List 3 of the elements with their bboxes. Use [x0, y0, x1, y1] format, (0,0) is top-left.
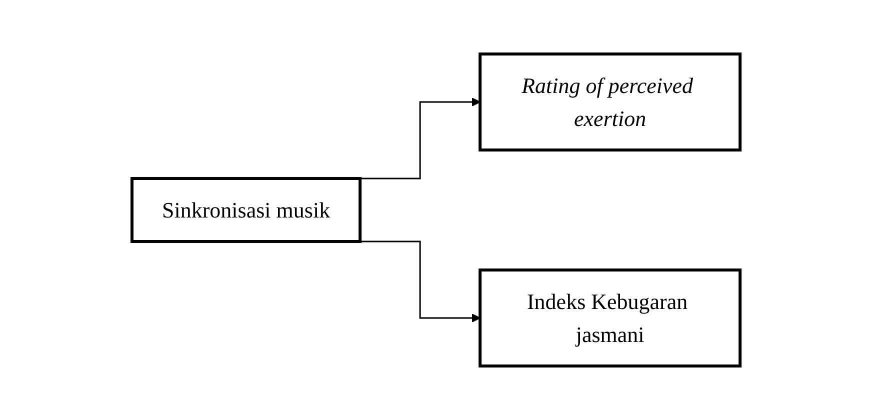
- node-box: Sinkronisasi musik: [130, 176, 362, 242]
- node-box: Rating of perceived exertion: [479, 52, 742, 151]
- node-box: Indeks Kebugaran jasmani: [479, 268, 742, 367]
